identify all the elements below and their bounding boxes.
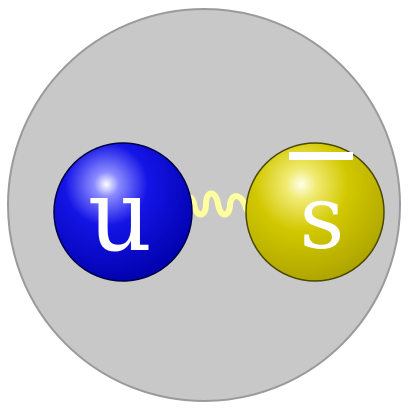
- antiparticle-bar: [289, 152, 353, 160]
- strange-antiquark-label: s: [299, 166, 344, 269]
- up-quark-label: u: [88, 157, 152, 274]
